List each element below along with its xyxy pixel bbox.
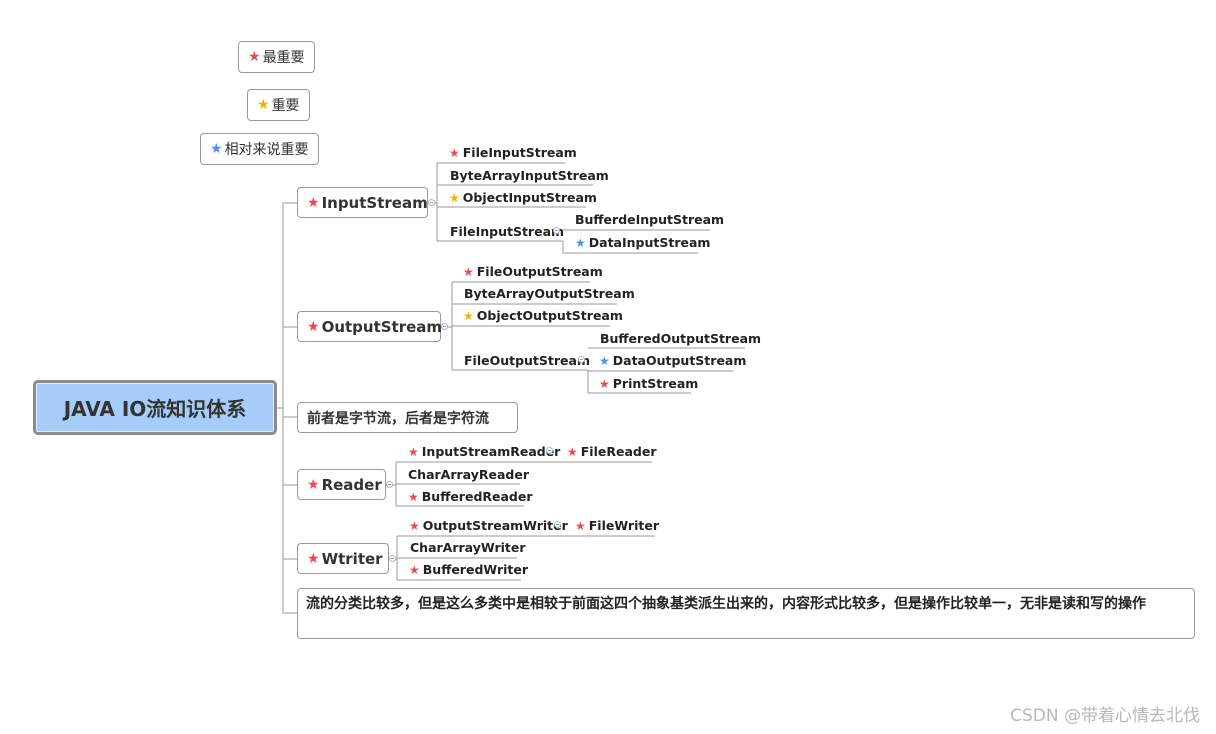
leaf-label: DataInputStream: [588, 235, 711, 250]
branch-label: InputStream: [321, 193, 428, 212]
leaf-label: PrintStream: [612, 376, 699, 391]
leaf-byte-array-output-stream[interactable]: ByteArrayOutputStream: [464, 286, 635, 302]
leaf-label: CharArrayWriter: [410, 540, 526, 555]
legend-important: ★ 重要: [247, 89, 310, 121]
leaf-input-stream-reader[interactable]: ★InputStreamReader: [408, 444, 560, 460]
red-star-icon: ★: [449, 146, 460, 160]
leaf-label: BufferdeInputStream: [575, 212, 725, 227]
leaf-file-output-stream[interactable]: ★FileOutputStream: [463, 264, 603, 280]
leaf-label: FileReader: [580, 444, 657, 459]
collapse-toggle[interactable]: [554, 521, 561, 528]
branch-input-stream[interactable]: ★ InputStream: [297, 187, 428, 218]
legend-label: 重要: [271, 98, 300, 114]
note-text: 前者是字节流，后者是字符流: [307, 410, 489, 427]
leaf-label: BufferedOutputStream: [600, 331, 762, 346]
red-star-icon: ★: [248, 49, 261, 65]
gold-star-icon: ★: [257, 97, 270, 113]
leaf-label: ByteArrayOutputStream: [464, 286, 635, 301]
blue-star-icon: ★: [575, 236, 586, 250]
leaf-label: FileInputStream: [450, 224, 565, 239]
leaf-buffered-output-stream[interactable]: BufferedOutputStream: [600, 331, 761, 347]
red-star-icon: ★: [408, 490, 419, 504]
legend-label: 相对来说重要: [224, 142, 309, 158]
leaf-label: ObjectInputStream: [462, 190, 597, 205]
collapse-toggle[interactable]: [386, 481, 393, 488]
leaf-file-output-stream-2[interactable]: FileOutputStream: [464, 353, 590, 369]
collapse-toggle[interactable]: [441, 323, 448, 330]
red-star-icon: ★: [463, 265, 474, 279]
red-star-icon: ★: [307, 476, 320, 493]
branch-label: OutputStream: [321, 317, 443, 336]
leaf-label: ByteArrayInputStream: [450, 168, 609, 183]
leaf-label: DataOutputStream: [612, 353, 747, 368]
collapse-toggle[interactable]: [428, 199, 435, 206]
watermark: CSDN @带着心情去北伐: [1010, 706, 1200, 726]
root-title: JAVA IO流知识体系: [63, 397, 247, 421]
red-star-icon: ★: [307, 550, 320, 567]
leaf-buffered-writer[interactable]: ★BufferedWriter: [409, 562, 528, 578]
collapse-toggle[interactable]: [578, 356, 585, 363]
leaf-label: BufferedWriter: [422, 562, 529, 577]
red-star-icon: ★: [307, 194, 320, 211]
leaf-object-output-stream[interactable]: ★ObjectOutputStream: [463, 308, 623, 324]
leaf-label: FileOutputStream: [476, 264, 603, 279]
leaf-label: BufferedReader: [421, 489, 533, 504]
leaf-label: InputStreamReader: [421, 444, 561, 459]
root-topic[interactable]: JAVA IO流知识体系: [33, 380, 277, 435]
branch-label: Wtriter: [321, 549, 383, 568]
legend-most-important: ★ 最重要: [238, 41, 315, 73]
leaf-file-reader[interactable]: ★FileReader: [567, 444, 656, 460]
red-star-icon: ★: [575, 519, 586, 533]
blue-star-icon: ★: [210, 141, 223, 157]
legend-label: 最重要: [262, 50, 305, 66]
leaf-data-input-stream[interactable]: ★DataInputStream: [575, 235, 710, 251]
leaf-file-input-stream-2[interactable]: FileInputStream: [450, 224, 564, 240]
leaf-label: ObjectOutputStream: [476, 308, 623, 323]
leaf-label: FileOutputStream: [464, 353, 590, 368]
collapse-toggle[interactable]: [546, 447, 553, 454]
gold-star-icon: ★: [463, 309, 474, 323]
leaf-byte-array-input-stream[interactable]: ByteArrayInputStream: [450, 168, 609, 184]
branch-reader[interactable]: ★ Reader: [297, 469, 386, 500]
red-star-icon: ★: [409, 563, 420, 577]
leaf-file-input-stream[interactable]: ★FileInputStream: [449, 145, 577, 161]
leaf-file-writer[interactable]: ★FileWriter: [575, 518, 659, 534]
red-star-icon: ★: [567, 445, 578, 459]
branch-output-stream[interactable]: ★ OutputStream: [297, 311, 443, 342]
leaf-label: FileWriter: [588, 518, 659, 533]
note-text: 流的分类比较多，但是这么多类中是相较于前面这四个抽象基类派生出来的，内容形式比较…: [306, 596, 1146, 612]
branch-writer[interactable]: ★ Wtriter: [297, 543, 389, 574]
leaf-data-output-stream[interactable]: ★DataOutputStream: [599, 353, 746, 369]
leaf-char-array-reader[interactable]: CharArrayReader: [408, 467, 529, 483]
leaf-label: OutputStreamWriter: [422, 518, 568, 533]
leaf-object-input-stream[interactable]: ★ObjectInputStream: [449, 190, 597, 206]
branch-label: Reader: [321, 475, 382, 494]
leaf-label: FileInputStream: [462, 145, 577, 160]
note-byte-char[interactable]: 前者是字节流，后者是字符流: [297, 402, 518, 433]
leaf-output-stream-writer[interactable]: ★OutputStreamWriter: [409, 518, 568, 534]
red-star-icon: ★: [409, 519, 420, 533]
red-star-icon: ★: [599, 377, 610, 391]
red-star-icon: ★: [307, 318, 320, 335]
legend-relatively-important: ★ 相对来说重要: [200, 133, 319, 165]
collapse-toggle[interactable]: [389, 555, 396, 562]
leaf-char-array-writer[interactable]: CharArrayWriter: [410, 540, 526, 556]
leaf-print-stream[interactable]: ★PrintStream: [599, 376, 698, 392]
gold-star-icon: ★: [449, 191, 460, 205]
blue-star-icon: ★: [599, 354, 610, 368]
red-star-icon: ★: [408, 445, 419, 459]
leaf-label: CharArrayReader: [408, 467, 530, 482]
leaf-bufferde-input-stream[interactable]: BufferdeInputStream: [575, 212, 724, 228]
note-classification[interactable]: 流的分类比较多，但是这么多类中是相较于前面这四个抽象基类派生出来的，内容形式比较…: [297, 588, 1195, 639]
collapse-toggle[interactable]: [553, 227, 560, 234]
leaf-buffered-reader[interactable]: ★BufferedReader: [408, 489, 533, 505]
